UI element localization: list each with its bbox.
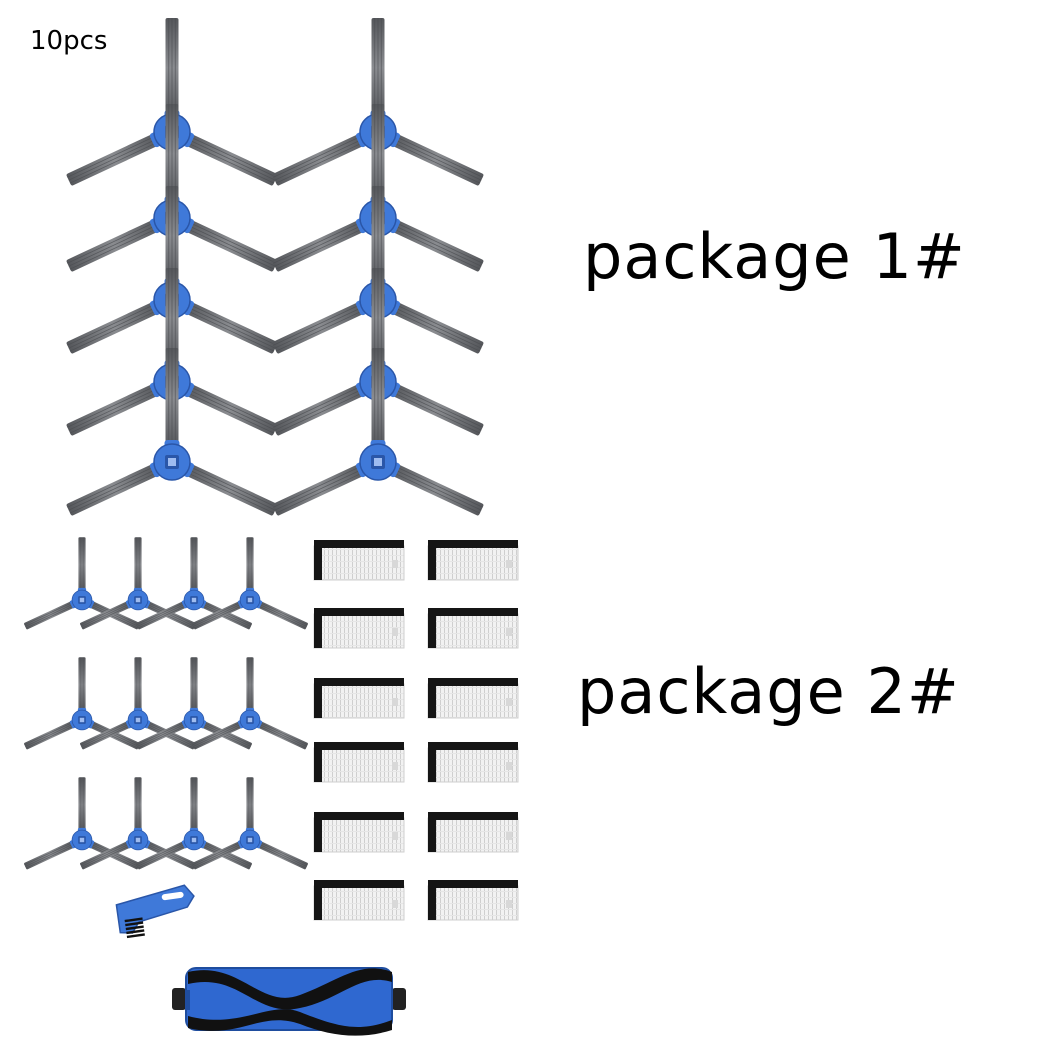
small-side-brush bbox=[24, 657, 140, 750]
hepa-filter bbox=[427, 812, 519, 853]
package-2-label: package 2# bbox=[577, 655, 960, 728]
bristle-arm bbox=[189, 777, 199, 836]
cleaning-tool bbox=[115, 884, 195, 939]
bristle-arm bbox=[177, 297, 278, 354]
small-side-brush bbox=[192, 777, 308, 870]
bristle-arm bbox=[252, 838, 308, 870]
bristle-arm bbox=[66, 379, 167, 436]
bristle-arm bbox=[245, 537, 255, 596]
small-side-brush bbox=[80, 537, 196, 630]
hepa-filter bbox=[427, 608, 519, 649]
large-side-brush bbox=[66, 186, 278, 354]
small-side-brush bbox=[24, 777, 140, 870]
bristle-arm bbox=[133, 537, 143, 596]
hepa-filter bbox=[313, 678, 405, 719]
bristle-arm bbox=[272, 459, 373, 516]
hepa-filter bbox=[313, 812, 405, 853]
hepa-filter bbox=[313, 742, 405, 783]
quantity-label: 10pcs bbox=[30, 26, 108, 56]
bristle-arm bbox=[272, 129, 373, 186]
bristle-arm bbox=[77, 657, 87, 716]
bristle-arm bbox=[177, 459, 278, 516]
bristle-arm bbox=[133, 657, 143, 716]
package-1-group bbox=[66, 18, 484, 516]
bristle-arm bbox=[383, 459, 484, 516]
hepa-filter bbox=[427, 678, 519, 719]
bristle-arm bbox=[189, 657, 199, 716]
bristle-arm bbox=[66, 297, 167, 354]
hepa-filter bbox=[313, 608, 405, 649]
bristle-arm bbox=[245, 777, 255, 836]
small-side-brush bbox=[136, 537, 252, 630]
bristle-arm bbox=[383, 129, 484, 186]
small-side-brush bbox=[136, 657, 252, 750]
bristle-arm bbox=[272, 215, 373, 272]
small-side-brush bbox=[192, 657, 308, 750]
package-1-label: package 1# bbox=[583, 220, 966, 293]
bristle-arm bbox=[272, 297, 373, 354]
large-side-brush bbox=[272, 268, 484, 436]
large-side-brush bbox=[66, 268, 278, 436]
hepa-filter bbox=[427, 742, 519, 783]
bristle-arm bbox=[177, 379, 278, 436]
hepa-filter bbox=[427, 880, 519, 921]
bristle-arm bbox=[252, 598, 308, 630]
bristle-arm bbox=[66, 215, 167, 272]
bristle-arm bbox=[66, 129, 167, 186]
bristle-arm bbox=[77, 537, 87, 596]
bristle-arm bbox=[252, 718, 308, 750]
bristle-arm bbox=[383, 297, 484, 354]
small-side-brush bbox=[80, 657, 196, 750]
bristle-arm bbox=[24, 838, 80, 870]
bristle-arm bbox=[370, 348, 386, 454]
small-side-brush bbox=[24, 537, 140, 630]
large-side-brush bbox=[66, 348, 278, 516]
bristle-arm bbox=[272, 379, 373, 436]
bristle-arm bbox=[189, 537, 199, 596]
small-side-brush bbox=[192, 537, 308, 630]
bristle-arm bbox=[24, 598, 80, 630]
main-roller-brush bbox=[172, 967, 406, 1036]
bristle-arm bbox=[66, 459, 167, 516]
bristle-arm bbox=[177, 215, 278, 272]
small-side-brush bbox=[136, 777, 252, 870]
bristle-arm bbox=[383, 379, 484, 436]
bristle-arm bbox=[133, 777, 143, 836]
bristle-arm bbox=[177, 129, 278, 186]
bristle-arm bbox=[245, 657, 255, 716]
bristle-arm bbox=[77, 777, 87, 836]
package-2-group bbox=[24, 537, 519, 1036]
hepa-filter bbox=[313, 880, 405, 921]
bristle-arm bbox=[164, 348, 180, 454]
hepa-filter bbox=[427, 540, 519, 581]
bristle-arm bbox=[383, 215, 484, 272]
bristle-arm bbox=[24, 718, 80, 750]
large-side-brush bbox=[272, 348, 484, 516]
hepa-filter bbox=[313, 540, 405, 581]
small-side-brush bbox=[80, 777, 196, 870]
